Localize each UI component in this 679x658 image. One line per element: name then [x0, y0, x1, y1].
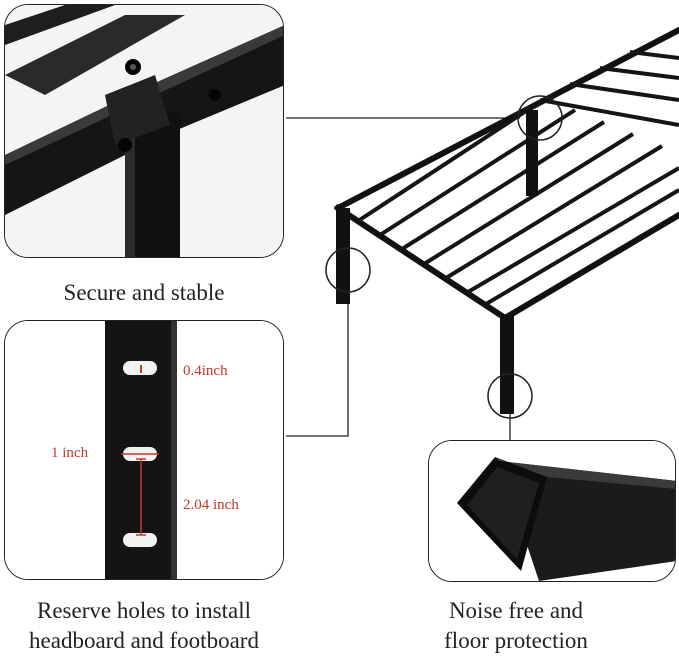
reserve-caption-line1: Reserve holes to install	[37, 598, 251, 623]
leg-cap-image	[429, 441, 675, 581]
slot-dimension-label: 0.4inch	[183, 363, 228, 379]
secure-caption: Secure and stable	[63, 280, 225, 305]
joint-closeup-image	[5, 5, 283, 257]
spacing-dimension-label: 2.04 inch	[183, 497, 239, 513]
noise-caption-line2: floor protection	[444, 628, 588, 653]
reserve-holes-panel: 0.4inch 1 inch 2.04 inch	[4, 320, 284, 580]
noise-caption-line1: Noise free and	[448, 598, 584, 623]
reserve-caption-line2: headboard and footboard	[29, 628, 259, 653]
leg-cap-panel	[428, 440, 676, 582]
hole-dimension-label: 1 inch	[51, 445, 89, 461]
reserve-holes-image	[5, 321, 283, 579]
joint-closeup-panel	[4, 4, 284, 258]
